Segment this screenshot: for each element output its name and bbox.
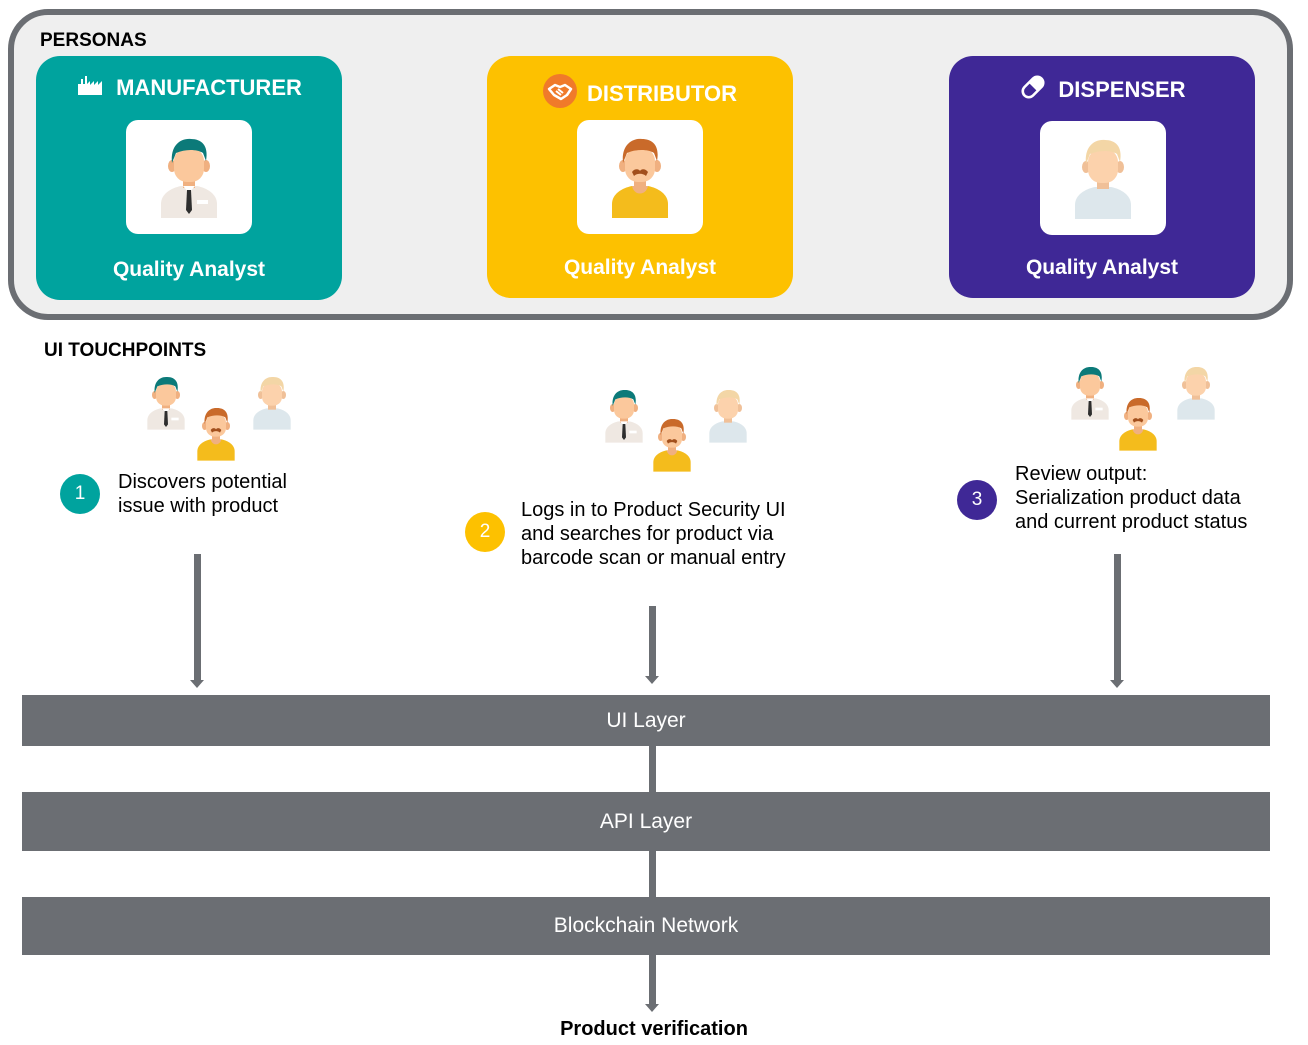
handshake-icon: [543, 74, 578, 114]
connector-api-blockchain: [649, 851, 656, 897]
persona-card-manufacturer: MANUFACTURER Quality Analyst: [36, 56, 342, 300]
step-3-arrow: [1114, 554, 1121, 680]
step-2-arrow: [649, 606, 656, 676]
avatar: [126, 120, 252, 234]
persona-role: Quality Analyst: [563, 256, 717, 279]
personas-title: PERSONAS: [40, 30, 147, 51]
touchpoints-title: UI TOUCHPOINTS: [44, 340, 207, 361]
ui-layer: UI Layer: [22, 695, 1270, 746]
persona-title: DISTRIBUTOR: [587, 81, 737, 106]
avatar: [577, 120, 703, 234]
arrow-head-icon: [645, 1004, 659, 1012]
persona-role: Quality Analyst: [1025, 256, 1179, 279]
pill-icon: [1018, 72, 1048, 108]
persona-role: Quality Analyst: [112, 258, 266, 281]
arrow-head-icon: [645, 676, 659, 684]
connector-ui-api: [649, 746, 656, 792]
persona-title: DISPENSER: [1058, 77, 1186, 102]
step-1-arrow: [194, 554, 201, 680]
step-2-text: Logs in to Product Security UI and searc…: [521, 499, 786, 569]
step-3-text: Review output: Serialization product dat…: [1015, 463, 1248, 533]
step-2-badge: 2: [465, 512, 505, 552]
avatar: [1040, 121, 1166, 235]
step-3-badge: 3: [957, 480, 997, 520]
connector-blockchain-output: [649, 955, 656, 1005]
blockchain-network-layer: Blockchain Network: [22, 897, 1270, 955]
step-1-text: Discovers potential issue with product: [118, 471, 287, 517]
persona-title: MANUFACTURER: [116, 75, 302, 101]
persona-card-dispenser: DISPENSER Quality Analyst: [949, 56, 1255, 298]
product-verification-label: Product verification: [560, 1018, 748, 1040]
arrow-head-icon: [1110, 680, 1124, 688]
api-layer: API Layer: [22, 792, 1270, 851]
step-1-badge: 1: [60, 474, 100, 514]
factory-icon: [76, 74, 106, 102]
persona-card-distributor: DISTRIBUTOR Quality Analyst: [487, 56, 793, 298]
arrow-head-icon: [190, 680, 204, 688]
